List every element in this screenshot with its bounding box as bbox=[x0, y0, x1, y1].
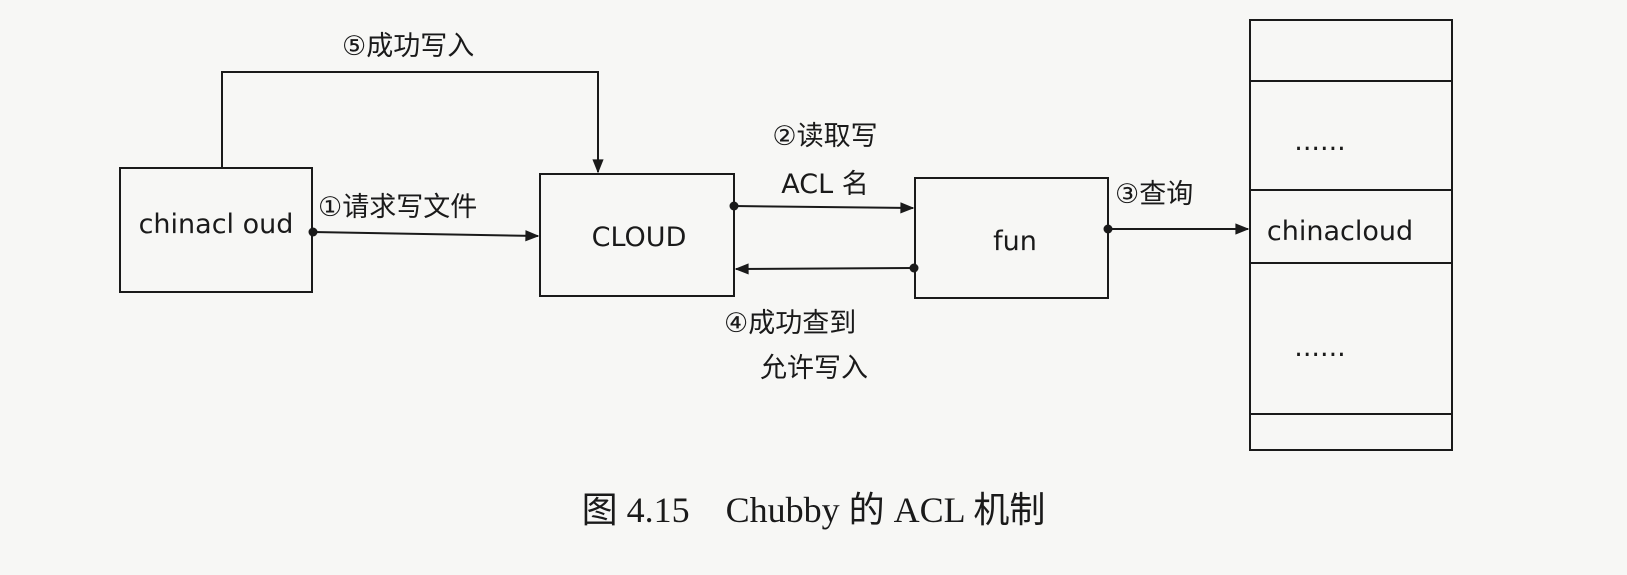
master-label: CLOUD bbox=[592, 222, 687, 253]
client-label: chinacl oud bbox=[139, 209, 294, 240]
edge-label-step2-line1: ②读取写 bbox=[772, 121, 878, 152]
edge-label-step4-line1: ④成功查到 bbox=[724, 308, 857, 339]
port-client-out bbox=[308, 227, 318, 237]
table-row-1: ...... bbox=[1294, 126, 1346, 157]
port-acl-in bbox=[909, 263, 919, 273]
acl-file-box bbox=[914, 177, 1109, 299]
port-acl-out bbox=[1103, 224, 1113, 234]
edge-label-step2-line2: ACL 名 bbox=[781, 169, 869, 200]
figure-caption: 图 4.15 Chubby 的 ACL 机制 bbox=[581, 490, 1046, 530]
edge-step5 bbox=[221, 71, 604, 174]
port-master-out bbox=[729, 201, 739, 211]
master-box bbox=[539, 173, 735, 297]
table-row-2: chinacloud bbox=[1267, 216, 1413, 247]
edge-label-step4-line2: 允许写入 bbox=[760, 353, 868, 384]
table-row-3: ...... bbox=[1294, 332, 1346, 363]
acl-table-box bbox=[1249, 19, 1453, 451]
edge-label-step3: ③查询 bbox=[1115, 179, 1194, 210]
edge-step1 bbox=[312, 230, 540, 242]
edge-label-step5: ⑤成功写入 bbox=[342, 31, 475, 62]
edge-label-step1: ①请求写文件 bbox=[318, 192, 478, 223]
edge-step2 bbox=[733, 202, 915, 214]
acl-file-label: fun bbox=[993, 226, 1037, 257]
edge-step4 bbox=[734, 263, 915, 275]
